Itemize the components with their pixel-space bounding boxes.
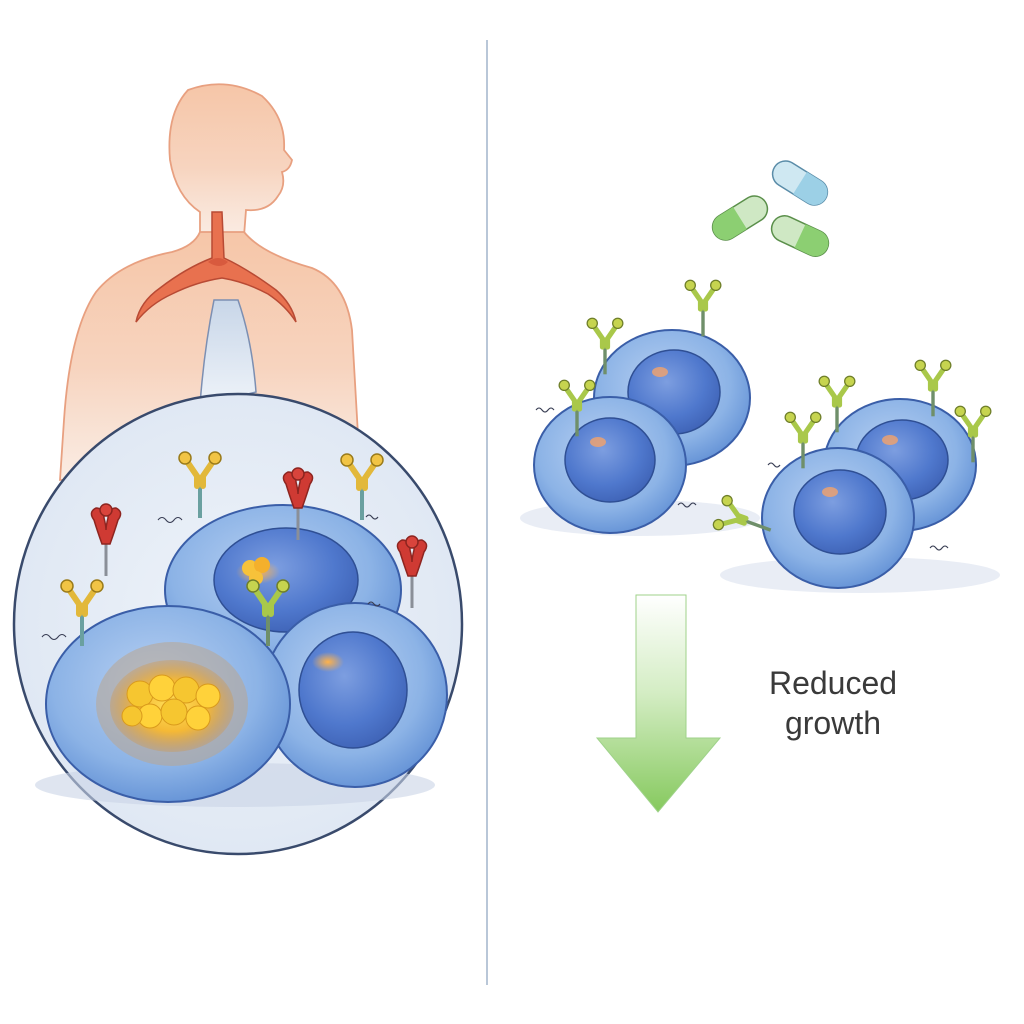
head bbox=[168, 83, 293, 237]
membrane-marks-right bbox=[535, 407, 949, 551]
membrane-marks bbox=[41, 514, 381, 641]
pill-green-1 bbox=[711, 195, 769, 241]
pill-green-2 bbox=[770, 215, 830, 257]
tumor-cell-left bbox=[45, 605, 291, 803]
outcome-label-line2: growth bbox=[785, 705, 881, 741]
pill-blue bbox=[771, 160, 829, 206]
treated-cell-4 bbox=[761, 447, 915, 589]
airway bbox=[135, 211, 297, 323]
reduction-arrow bbox=[595, 594, 722, 813]
outcome-label-line1: Reduced bbox=[769, 665, 897, 701]
treated-cell-2 bbox=[533, 396, 687, 534]
tumor-cell-right bbox=[262, 602, 448, 788]
tumor-cluster bbox=[121, 674, 221, 731]
